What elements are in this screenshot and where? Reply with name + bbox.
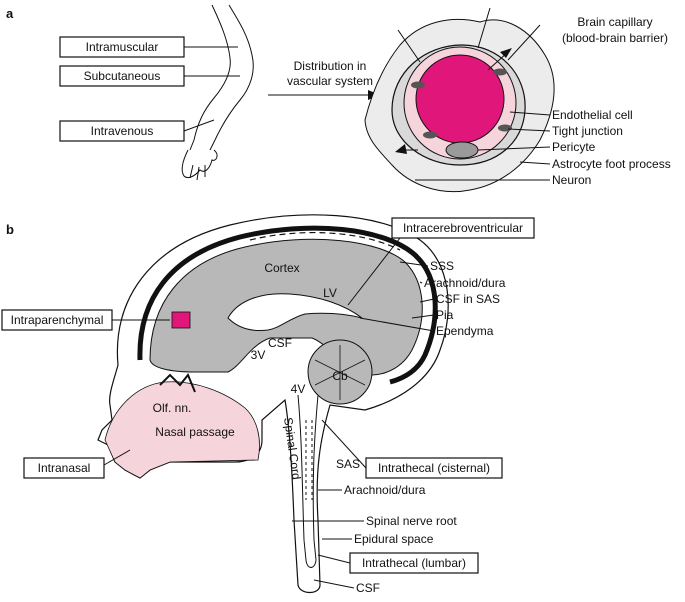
intrathecal-lumbar-label: Intrathecal (lumbar)	[362, 556, 466, 570]
panel-b-letter: b	[6, 222, 14, 237]
leader-arachnoid-dura-brain	[419, 281, 423, 284]
distribution-text-line2: vascular system	[287, 74, 373, 88]
intrathecal-lumbar-leader	[317, 554, 351, 564]
intraparenchymal-box: Intraparenchymal	[1, 309, 113, 331]
leader-pia	[411, 314, 435, 319]
label-astrocyte-foot-process: Astrocyte foot process	[552, 157, 671, 171]
head-sagittal-illustration	[97, 214, 449, 594]
distribution-text-line1: Distribution in	[294, 59, 367, 73]
intrathecal-lumbar-box: Intrathecal (lumbar)	[349, 552, 479, 574]
route-intravenous-box: Intravenous	[59, 120, 185, 142]
label-arachnoid-dura-spinal: Arachnoid/dura	[344, 483, 426, 497]
label-pia: Pia	[436, 308, 454, 322]
label-neuron: Neuron	[552, 173, 591, 187]
leader-csf-in-sas	[419, 298, 435, 303]
label-3v: 3V	[251, 348, 266, 362]
intrathecal-cisternal-box: Intrathecal (cisternal)	[365, 457, 503, 479]
arm-illustration	[181, 4, 254, 181]
intracerebroventricular-leader	[347, 237, 401, 306]
intraparenchymal-label: Intraparenchymal	[11, 313, 104, 327]
intranasal-label: Intranasal	[38, 461, 91, 475]
panel-a-letter: a	[6, 6, 14, 21]
leader-pericyte	[477, 146, 551, 151]
leader-sss	[399, 261, 429, 267]
label-cortex: Cortex	[264, 261, 299, 275]
capillary-title-line1: Brain capillary	[577, 15, 652, 29]
label-tight-junction: Tight junction	[552, 124, 623, 138]
intrathecal-cisternal-leader	[321, 419, 367, 469]
capillary-title-line2: (blood-brain barrier)	[562, 31, 668, 45]
distribution-arrow	[268, 90, 380, 100]
label-spinal-nerve-root: Spinal nerve root	[366, 514, 457, 528]
label-sss: SSS	[430, 259, 454, 273]
leader-ependyma	[359, 317, 435, 332]
route-subcutaneous-box: Subcutaneous	[59, 65, 185, 87]
intracerebroventricular-box: Intracerebroventricular	[391, 217, 535, 239]
intranasal-box: Intranasal	[23, 457, 105, 479]
label-arachnoid-dura-brain: Arachnoid/dura	[424, 276, 506, 290]
label-cb: Cb	[332, 369, 348, 383]
route-intravenous-leader	[183, 119, 215, 132]
leader-endothelial-cell	[509, 111, 551, 116]
route-subcutaneous-label: Subcutaneous	[84, 69, 161, 83]
route-intravenous-label: Intravenous	[91, 124, 154, 138]
label-endothelial-cell: Endothelial cell	[552, 108, 633, 122]
brain-capillary-illustration	[364, 7, 555, 193]
label-ependyma: Ependyma	[436, 324, 494, 338]
leader-csf-lumbar	[313, 579, 355, 589]
label-lv: LV	[323, 286, 337, 300]
label-nasal-passage: Nasal passage	[155, 425, 235, 439]
label-csf-in-sas: CSF in SAS	[436, 292, 500, 306]
label-epidural-space: Epidural space	[354, 532, 434, 546]
label-olf-nn: Olf. nn.	[153, 401, 192, 415]
label-pericyte: Pericyte	[552, 140, 596, 154]
label-csf-inner: CSF	[268, 336, 292, 350]
label-csf-lumbar: CSF	[356, 581, 380, 595]
leader-astrocyte-foot-process	[519, 161, 551, 165]
label-4v: 4V	[291, 382, 306, 396]
intranasal-leader	[103, 449, 131, 466]
route-intramuscular-label: Intramuscular	[86, 40, 159, 54]
route-intramuscular-box: Intramuscular	[59, 36, 185, 58]
label-sas: SAS	[336, 457, 360, 471]
leader-tight-junction	[507, 128, 551, 132]
intrathecal-cisternal-label: Intrathecal (cisternal)	[378, 461, 490, 475]
intracerebroventricular-label: Intracerebroventricular	[403, 221, 523, 235]
